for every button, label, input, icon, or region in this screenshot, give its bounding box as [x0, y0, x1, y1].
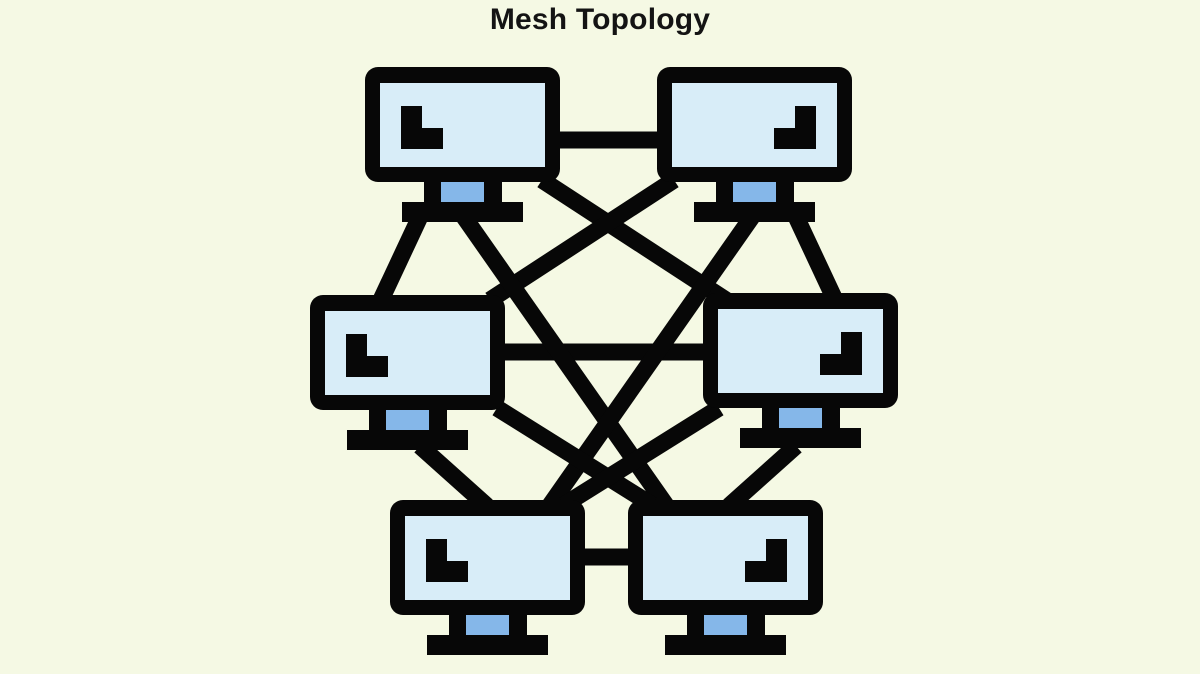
connection-top-right-middle-right: [784, 204, 844, 306]
connection-top-left-middle-left: [372, 204, 432, 306]
monitor-stand-base: [694, 202, 815, 222]
connection-middle-left-bottom-left: [414, 439, 493, 513]
computer-icon-middle-right: [703, 293, 898, 448]
monitor-stand-base: [427, 635, 548, 655]
screen-corner-mark-left: [401, 106, 443, 149]
computer-icon-top-left: [365, 67, 560, 222]
monitor-stand-neck-fill: [466, 615, 509, 635]
computer-icon-middle-left: [310, 295, 505, 450]
connection-top-right-middle-left: [485, 172, 679, 308]
monitor-stand-neck-fill: [779, 408, 822, 428]
monitor-stand-neck-fill: [704, 615, 747, 635]
connection-middle-left-bottom-right: [492, 400, 657, 513]
monitor-stand-base: [740, 428, 861, 448]
monitor-stand-neck-fill: [733, 182, 776, 202]
computer-icon-top-right: [657, 67, 852, 222]
screen-corner-mark-right: [745, 539, 787, 582]
monitor-stand-base: [402, 202, 523, 222]
monitor-stand-neck-fill: [441, 182, 484, 202]
screen-corner-mark-right: [774, 106, 816, 149]
screen-corner-mark-left: [346, 334, 388, 377]
computer-icon-bottom-left: [390, 500, 585, 655]
monitor-stand-neck-fill: [386, 410, 429, 430]
computer-icon-bottom-right: [628, 500, 823, 655]
monitor-stand-base: [347, 430, 468, 450]
diagram-title: Mesh Topology: [489, 3, 711, 36]
screen-corner-mark-left: [426, 539, 468, 582]
connection-middle-right-bottom-left: [559, 400, 724, 513]
connection-top-left-middle-right: [537, 172, 731, 308]
connection-middle-right-bottom-right: [723, 439, 802, 513]
monitor-stand-base: [665, 635, 786, 655]
screen-corner-mark-right: [820, 332, 862, 375]
